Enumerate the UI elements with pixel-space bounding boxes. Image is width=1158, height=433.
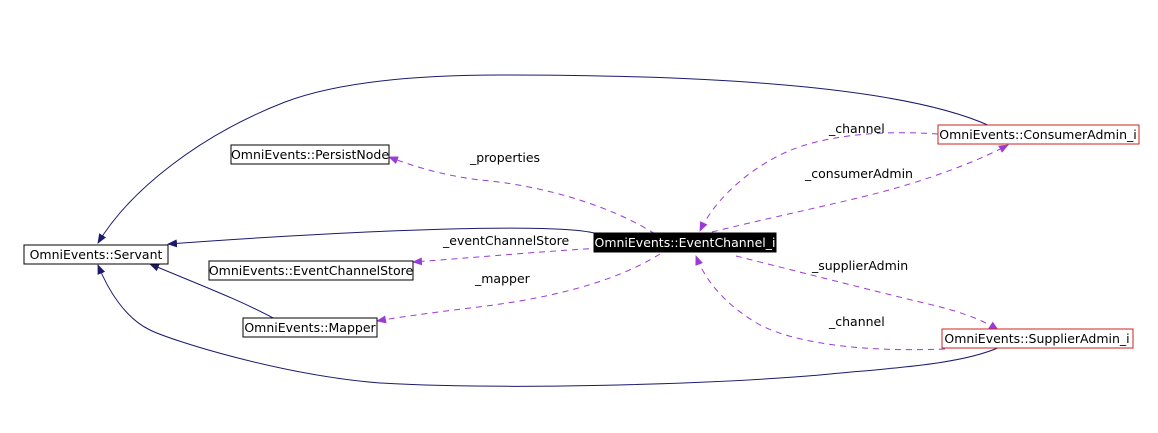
label-properties: _properties [469, 150, 540, 165]
edge-supplier-channel [695, 255, 946, 351]
edge-consumeradmin-to-servant [97, 74, 991, 244]
node-consumer-admin[interactable]: OmniEvents::ConsumerAdmin_i [937, 124, 1140, 145]
edge-event-channel-store [412, 247, 601, 266]
edge-supplieradmin-to-servant [97, 264, 1001, 387]
edge-consumer-channel [699, 132, 939, 232]
label-consumer-channel: _channel [828, 121, 885, 136]
node-servant-label: OmniEvents::Servant [30, 247, 163, 262]
node-event-channel-store-label: OmniEvents::EventChannelStore [209, 263, 414, 278]
edge-mapper [376, 253, 661, 324]
label-supplier-admin: _supplierAdmin [811, 258, 908, 273]
edge-eventchannel-to-servant [167, 227, 599, 248]
node-supplier-admin-label: OmniEvents::SupplierAdmin_i [944, 331, 1129, 346]
label-event-channel-store: _eventChannelStore [442, 233, 570, 248]
edge-consumer-admin [711, 144, 1009, 233]
usage-edges [376, 132, 1009, 351]
label-consumer-admin: _consumerAdmin [804, 166, 913, 181]
node-consumer-admin-label: OmniEvents::ConsumerAdmin_i [939, 127, 1136, 142]
node-event-channel-label: OmniEvents::EventChannel_i [594, 235, 775, 250]
label-mapper: _mapper [474, 271, 531, 286]
edge-supplier-admin [735, 255, 999, 331]
label-supplier-channel: _channel [828, 314, 885, 329]
node-event-channel[interactable]: OmniEvents::EventChannel_i [593, 232, 777, 253]
inheritance-edges [97, 74, 1001, 387]
edge-mapper-to-servant [149, 263, 276, 320]
node-persist-node-label: OmniEvents::PersistNode [231, 147, 389, 162]
edge-properties [388, 156, 656, 235]
node-persist-node[interactable]: OmniEvents::PersistNode [230, 144, 390, 165]
node-event-channel-store[interactable]: OmniEvents::EventChannelStore [208, 260, 414, 281]
node-mapper[interactable]: OmniEvents::Mapper [242, 317, 378, 338]
edge-labels: _properties _eventChannelStore _mapper _… [442, 121, 913, 329]
node-supplier-admin[interactable]: OmniEvents::SupplierAdmin_i [941, 328, 1134, 349]
node-mapper-label: OmniEvents::Mapper [244, 320, 376, 335]
node-servant[interactable]: OmniEvents::Servant [23, 244, 169, 265]
